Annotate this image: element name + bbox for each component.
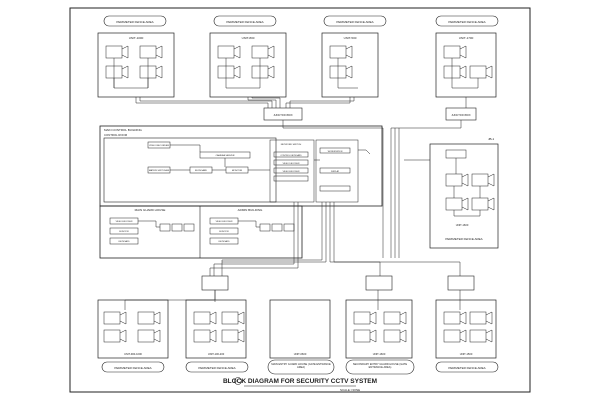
area-label: PERIMETER FENCE AREA — [198, 366, 235, 370]
control-wiring — [170, 144, 371, 262]
unit-label: UNIT-1700 — [459, 36, 474, 40]
top-area-labels: PERIMETER FENCE AREA PERIMETER FENCE ARE… — [103, 15, 499, 27]
guard-house-equipment — [109, 217, 295, 245]
top-area-label: PERIMETER FENCE AREA — [336, 20, 373, 24]
equipment-label: WORKSTATION — [328, 150, 343, 153]
equipment-label: MATRIX SWITCHER — [149, 169, 170, 172]
top-area-label: PERIMETER FENCE AREA — [448, 20, 485, 24]
control-equipment — [147, 139, 359, 203]
junction-box-label: JUNCTION BOX — [451, 113, 471, 117]
bottom-junction-boxes — [201, 275, 475, 291]
drawing-title: BLOCK DIAGRAM FOR SECURITY CCTV SYSTEM — [223, 378, 377, 385]
equipment-label: NETWORK SWITCH — [281, 144, 302, 146]
equipment-label: VIDEO ENCODER — [116, 221, 133, 223]
bottom-wiring — [124, 256, 461, 310]
area-label-wrap: MAIN ENTRY GUARD HOUSE (GATE ENTRANCE AR… — [271, 363, 331, 369]
guard-house-title: ADMIN BUILDING — [238, 208, 263, 212]
control-room — [103, 137, 277, 203]
junction-boxes — [263, 107, 477, 121]
unit-label: UNIT-1600 — [456, 223, 469, 227]
area-label: MAIN ENTRY GUARD HOUSE (GATE ENTRANCE AR… — [271, 363, 331, 369]
equipment-label: KEYBOARD — [218, 240, 230, 243]
right-unit-tag: JB-1 — [488, 137, 495, 141]
unit-label: UNIT-800 — [242, 36, 255, 40]
equipment-label: VIDEO DECODER — [283, 163, 300, 165]
equipment-label: VIDEO ENCODER — [283, 171, 300, 173]
right-unit-box — [429, 143, 499, 249]
unit-label: UNIT-100-200 — [208, 352, 225, 356]
equipment-label: MONITOR — [219, 231, 229, 233]
camera-symbols-top — [105, 45, 493, 89]
equipment-label: KEYBOARD — [195, 169, 208, 172]
top-area-label: PERIMETER FENCE AREA — [226, 20, 263, 24]
camera-symbols-right — [404, 149, 495, 217]
area-label: PERIMETER FENCE AREA — [448, 366, 485, 370]
top-unit-boxes — [97, 32, 497, 98]
guard-houses-frame — [99, 205, 303, 259]
control-building-title: MAIN CONTROL BUILDING — [104, 128, 143, 132]
top-area-label: PERIMETER FENCE AREA — [116, 20, 153, 24]
unit-label: UNIT-1000 — [129, 36, 144, 40]
scale-label: SCALE: NONE — [340, 388, 360, 392]
unit-label: UNIT-1600 — [373, 352, 386, 356]
equipment-label: VIDEO ENCODER — [216, 221, 233, 223]
unit-label: UNIT-0600 — [294, 352, 307, 356]
area-label: SECONDARY ENTRY GUARD HOUSE (GATE ENTRAN… — [352, 363, 408, 369]
equipment-label: CONTROL KEYBOARD — [280, 154, 302, 157]
unit-label: UNIT-1500 — [460, 352, 473, 356]
camera-symbols-bottom — [103, 311, 493, 343]
title-marker — [234, 377, 242, 385]
area-label-wrap: SECONDARY ENTRY GUARD HOUSE (GATE ENTRAN… — [352, 363, 408, 369]
drawing-frame — [69, 7, 531, 393]
control-room-label: CONTROL ROOM — [104, 133, 128, 137]
area-label: PERIMETER FENCE AREA — [114, 366, 151, 370]
top-wiring — [135, 97, 467, 258]
equipment-label: CAMERA SERVER — [216, 154, 235, 157]
guard-house-title: MAIN GUARD HOUSE — [135, 208, 166, 212]
equipment-label: KEYBOARD — [118, 240, 130, 243]
equipment-label: DISPLAY — [331, 170, 340, 173]
equipment-label: MONITOR — [119, 231, 129, 233]
junction-box-label: JUNCTION BOX — [273, 113, 293, 117]
area-label: PERIMETER FENCE AREA — [445, 237, 482, 241]
unit-label: UNIT-900-1000 — [124, 352, 142, 356]
equipment-label: MONITOR — [232, 170, 243, 172]
equipment-label: VIDEO RECORDER — [149, 145, 169, 147]
bottom-area-labels — [101, 359, 499, 375]
bottom-unit-boxes — [97, 299, 497, 359]
unit-label: UNIT-500 — [344, 36, 357, 40]
